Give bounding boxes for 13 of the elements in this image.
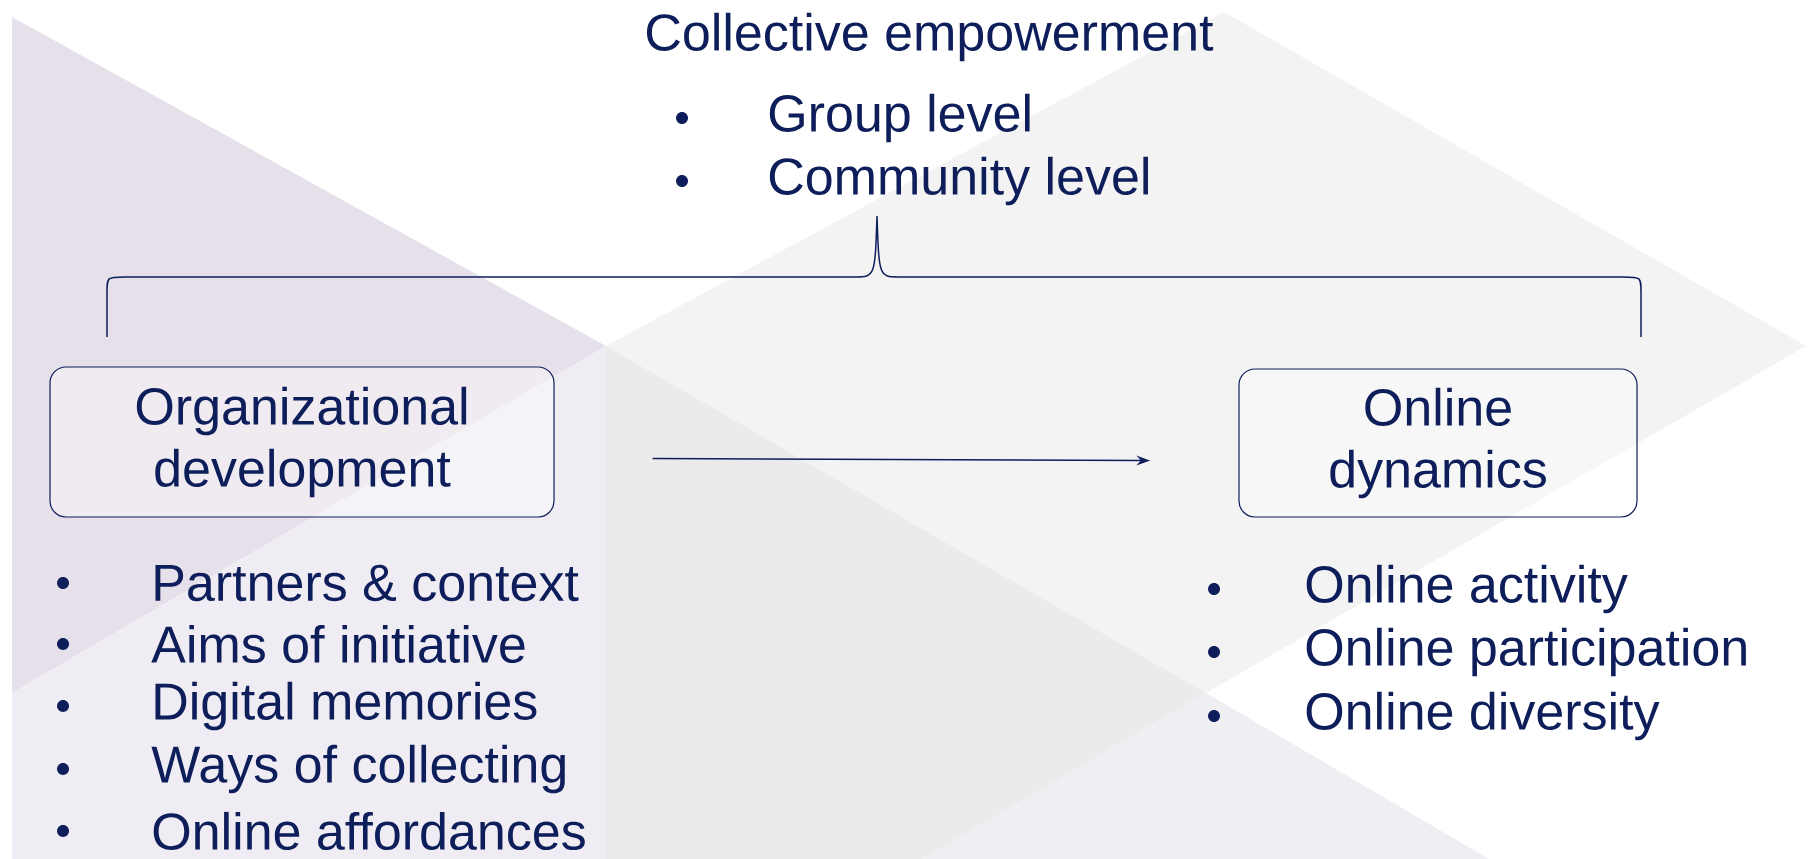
bullet-item: Aims of initiative [57,624,525,664]
bullet-item: Online activity [1208,564,1628,614]
bullet-item: Community level [676,156,1148,206]
process-box: Online dynamics [1238,368,1638,518]
bullet-item: Online affordances [57,811,585,851]
bullet-item: Online participation [1208,627,1746,677]
heading: Collective empowerment [647,12,1214,62]
bullet-item: Ways of collecting [57,744,565,794]
bullet-item: Partners & context [57,564,579,602]
bullet-item: Online diversity [1208,691,1660,741]
bullet-item: Group level [676,93,1030,143]
process-box: Organizational development [49,366,555,518]
bullet-item: Digital memories [57,681,537,731]
